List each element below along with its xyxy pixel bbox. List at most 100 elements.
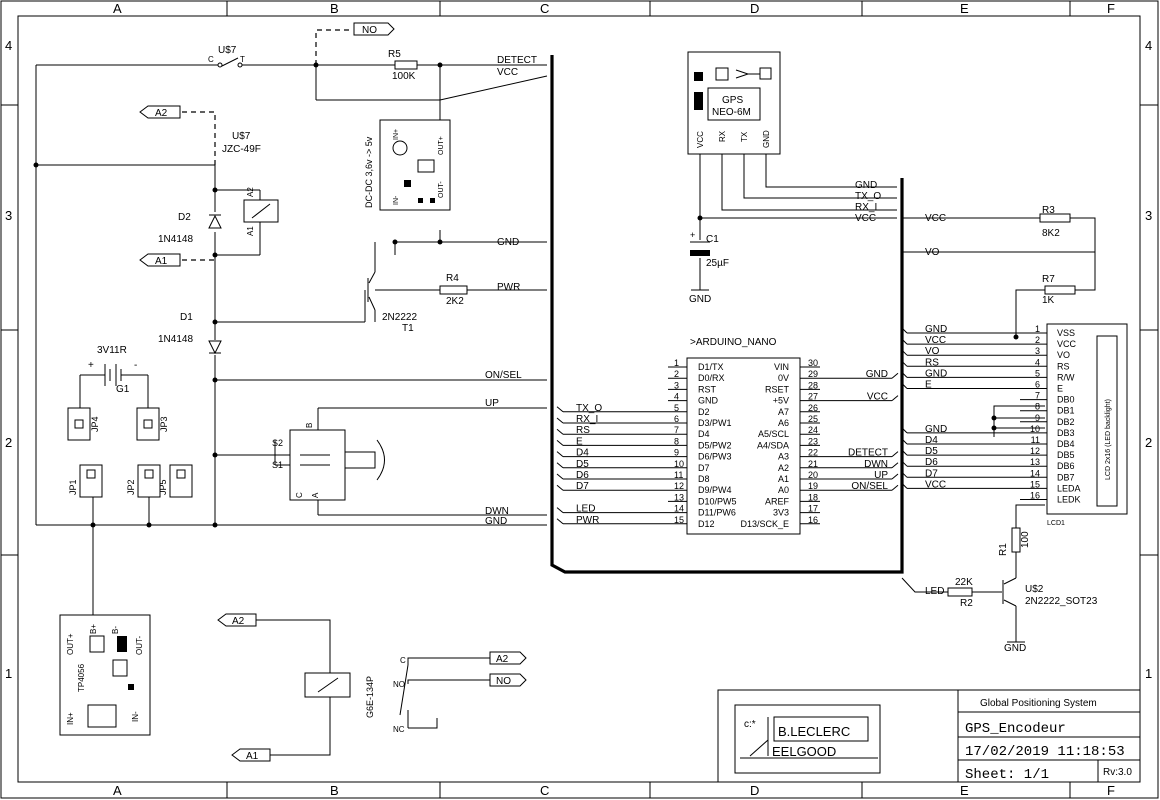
nano-left-pin-number: 2 xyxy=(674,369,679,379)
nano-right-pin-number: 30 xyxy=(808,358,818,368)
svg-text:A: A xyxy=(311,492,320,498)
resistor-r2: 22K R2 xyxy=(947,577,973,609)
nano-right-pin-label: RSET xyxy=(765,384,790,394)
nano-right-pin-label: D13/SCK_E xyxy=(740,519,789,529)
net-tag-no-right: NO xyxy=(489,673,527,687)
net-label-gps-tx: TX_O xyxy=(855,191,881,202)
battery-g1: 3V11R + - G1 xyxy=(88,345,137,395)
svg-text:C1: C1 xyxy=(706,234,719,245)
svg-text:A1: A1 xyxy=(246,226,255,236)
col-label-b-bottom: B xyxy=(330,783,339,798)
col-label-d: D xyxy=(750,1,759,16)
col-label-e: E xyxy=(960,1,969,16)
lcd-pin-number: 14 xyxy=(1030,468,1040,478)
lcd-pin-label: E xyxy=(1057,384,1063,394)
lcd-pin-label: LEDK xyxy=(1057,495,1081,505)
net-label-gps-gnd: GND xyxy=(855,180,877,191)
svg-text:R5: R5 xyxy=(388,49,401,60)
svg-text:C: C xyxy=(295,492,304,498)
design-date: 17/02/2019 11:18:53 xyxy=(965,744,1125,760)
svg-text:C: C xyxy=(208,55,214,64)
nano-right-pin-label: A6 xyxy=(778,418,789,428)
nano-left-net-label: LED xyxy=(576,504,595,515)
lcd-net-label: GND xyxy=(925,368,947,379)
nano-left-pin-label: D7 xyxy=(698,463,710,473)
col-label-a-bottom: A xyxy=(113,783,122,798)
svg-text:A2: A2 xyxy=(496,654,509,665)
lcd-pin-label: DB5 xyxy=(1057,450,1075,460)
net-label-gnd-left: GND xyxy=(485,516,507,527)
svg-text:OUT-: OUT- xyxy=(438,181,445,198)
svg-text:B.LECLERC: B.LECLERC xyxy=(778,724,850,739)
svg-text:2K2: 2K2 xyxy=(446,296,464,307)
nano-left-pin-number: 13 xyxy=(674,492,684,502)
nano-right-pin-label: A4/SDA xyxy=(757,440,789,450)
nano-left-pin-number: 1 xyxy=(674,358,679,368)
row-label-4: 4 xyxy=(5,38,12,53)
nano-left-bus-tap xyxy=(556,440,564,446)
svg-text:TX: TX xyxy=(740,131,749,142)
nano-right-net-label: UP xyxy=(874,470,888,481)
design-name: GPS_Encodeur xyxy=(965,721,1066,737)
lcd-net-label: VO xyxy=(925,346,940,357)
net-label-led-right: LED xyxy=(925,586,944,597)
backlight-driver xyxy=(901,504,1045,642)
nano-left-net-label: D6 xyxy=(576,470,589,481)
nano-left-pin-number: 15 xyxy=(674,515,684,525)
lcd-bus-tap xyxy=(901,383,908,389)
col-label-c-bottom: C xyxy=(540,783,549,798)
svg-text:JP4: JP4 xyxy=(90,416,100,432)
lcd-pin-label: DB7 xyxy=(1057,472,1075,482)
svg-text:C: C xyxy=(400,656,406,665)
net-label-on-sel: ON/SEL xyxy=(485,370,522,381)
nano-left-net-label: TX_O xyxy=(576,403,602,414)
lcd-gnd-bridge xyxy=(993,405,1045,437)
net-label-vcc-r3: VCC xyxy=(925,213,946,224)
lcd-pin-number: 7 xyxy=(1035,391,1040,401)
project-title: Global Positioning System xyxy=(980,698,1097,709)
jumper-jp3: JP3 xyxy=(136,407,169,441)
lcd-pin-number: 16 xyxy=(1030,491,1040,501)
gps-module: GPS NEO-6M VCC RX TX GND xyxy=(687,51,781,155)
resistor-r4: R4 2K2 xyxy=(439,273,468,307)
svg-text:GPS: GPS xyxy=(722,95,743,106)
nano-left-pin-number: 7 xyxy=(674,425,679,435)
relay-switch-u7: U$7 C T xyxy=(208,45,245,68)
nano-left-pin-label: D1/TX xyxy=(698,362,724,372)
jumper-jp1: JP1 xyxy=(68,464,103,498)
svg-text:B: B xyxy=(305,423,314,428)
svg-text:GND: GND xyxy=(689,294,711,305)
lcd-pin-number: 6 xyxy=(1035,380,1040,390)
dcdc-module: DC-DC 3,6v -> 5v IN+ IN- OUT+ OUT- xyxy=(364,119,451,211)
net-tag-no-top: NO xyxy=(353,22,395,36)
lcd-pin-label: LEDA xyxy=(1057,483,1081,493)
nano-left-pin-label: D8 xyxy=(698,474,710,484)
lcd-pin-number: 13 xyxy=(1030,457,1040,467)
frame-labels: A B C D E F A B C D E F 4 3 2 1 4 3 2 1 xyxy=(5,1,1152,798)
svg-text:GND: GND xyxy=(762,130,771,148)
net-tag-a1-mid: A1 xyxy=(139,253,181,267)
lcd-net-label: D5 xyxy=(925,446,938,457)
net-tag-a1-bottom: A1 xyxy=(231,748,271,762)
svg-text:U$7: U$7 xyxy=(218,45,237,56)
svg-text:LCD 2x16 (LED backlight): LCD 2x16 (LED backlight) xyxy=(1105,399,1112,480)
nano-left-pin-number: 12 xyxy=(674,481,684,491)
nano-right-pin-label: 0V xyxy=(778,373,789,383)
svg-text:RX: RX xyxy=(718,130,727,142)
nano-right-pin-number: 16 xyxy=(808,515,818,525)
lcd-pin-number: 4 xyxy=(1035,357,1040,367)
nano-left-pin-number: 4 xyxy=(674,392,679,402)
svg-text:1N4148: 1N4148 xyxy=(158,334,193,345)
svg-text:B-: B- xyxy=(111,626,120,634)
svg-text:JZC-49F: JZC-49F xyxy=(222,144,261,155)
nano-left-bus-tap xyxy=(556,406,564,413)
svg-text:A1: A1 xyxy=(155,256,168,267)
net-label-pwr: PWR xyxy=(497,282,520,293)
lcd-bus-tap xyxy=(901,338,908,345)
nano-left-pin-label: D0/RX xyxy=(698,373,725,383)
nano-right-pin-label: A3 xyxy=(778,452,789,462)
lcd-net-label: GND xyxy=(925,424,947,435)
col-label-d-bottom: D xyxy=(750,783,759,798)
gnd-symbol-c1: GND xyxy=(689,289,711,305)
